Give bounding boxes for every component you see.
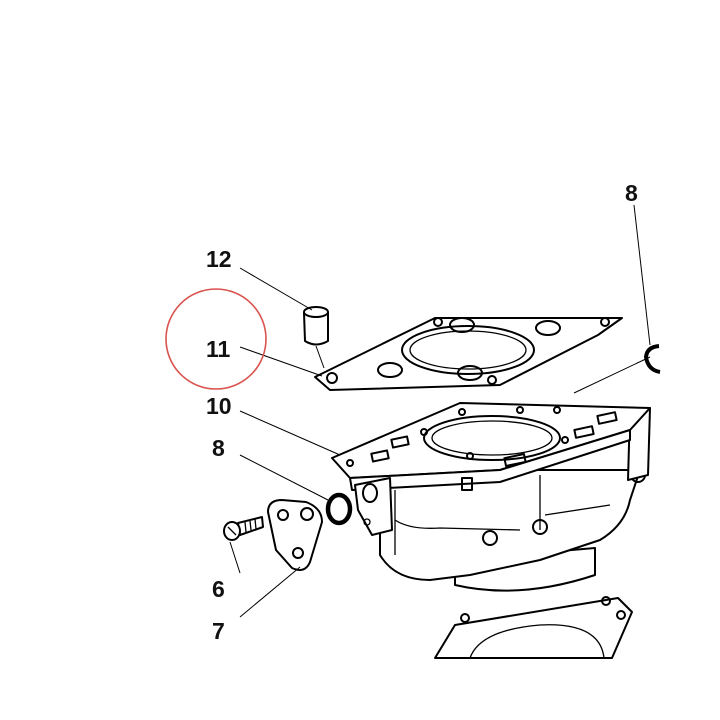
- callout-10: 10: [206, 393, 232, 419]
- leader-6: [229, 541, 241, 574]
- head-gasket: [314, 317, 623, 391]
- callout-8-top: 8: [625, 180, 638, 206]
- leader-12: [239, 267, 313, 311]
- dowel-pin: [303, 306, 329, 346]
- leader-8-left: [239, 454, 329, 501]
- base-gasket: [434, 596, 633, 659]
- callout-12: 12: [206, 246, 232, 272]
- leader-8-top: [633, 204, 651, 346]
- leader-10: [239, 410, 341, 456]
- leader-lines: [229, 204, 651, 618]
- leader-7: [239, 566, 301, 618]
- highlight-circle: [165, 288, 267, 390]
- flange-plate: [267, 499, 323, 571]
- callout-11: 11: [206, 336, 231, 362]
- callout-6: 6: [212, 576, 225, 602]
- callout-7: 7: [212, 618, 225, 644]
- callout-8-left: 8: [212, 435, 225, 461]
- leader-11: [239, 346, 323, 377]
- leader-8-ring: [573, 356, 651, 394]
- o-ring-left: [325, 492, 353, 526]
- cylinder-block: [331, 402, 651, 592]
- o-ring-right: [643, 344, 661, 374]
- bolt: [223, 516, 264, 541]
- leader-12-dowel: [315, 345, 325, 369]
